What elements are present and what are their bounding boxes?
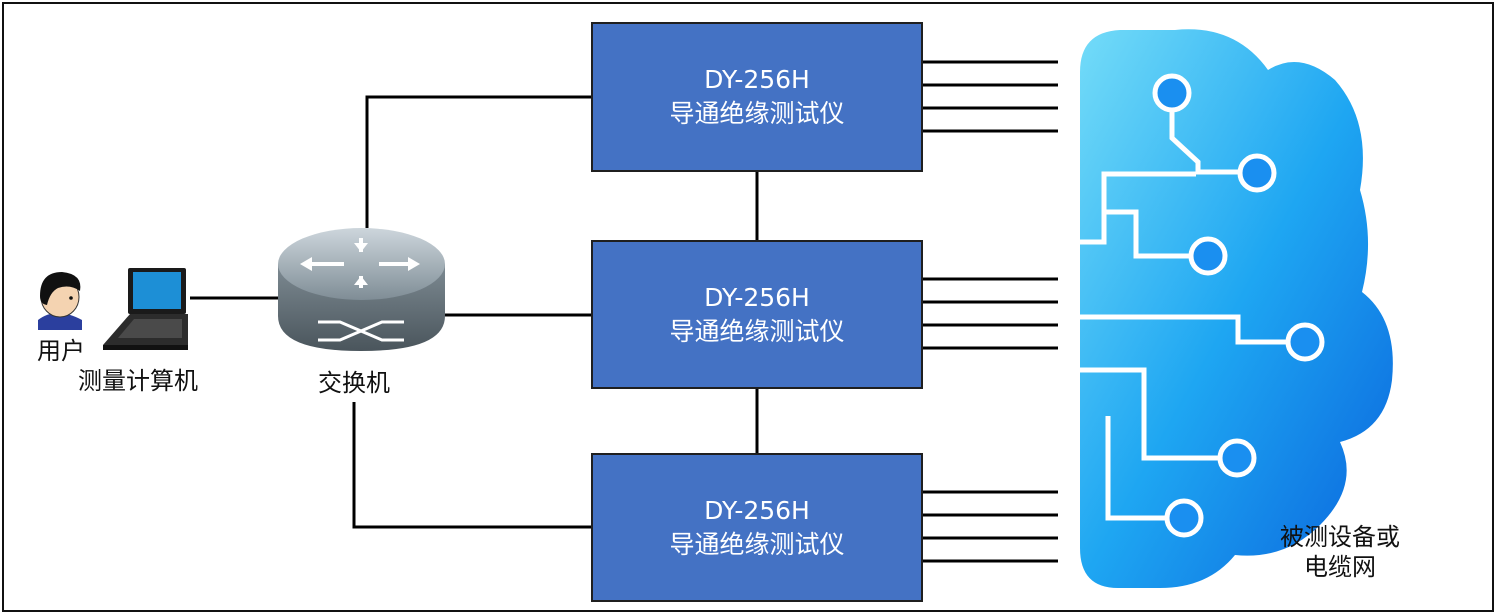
- test-device-1: DY-256H 导通绝缘测试仪: [591, 22, 923, 172]
- device-2-model: DY-256H: [704, 282, 810, 312]
- target-label-line-1: 被测设备或: [1280, 523, 1400, 551]
- test-device-3: DY-256H 导通绝缘测试仪: [591, 453, 923, 602]
- device-1-output-lines: [923, 60, 1058, 133]
- device-1-model: DY-256H: [704, 65, 810, 94]
- device-2-name: 导通绝缘测试仪: [669, 316, 845, 346]
- user-avatar-icon: [38, 272, 82, 330]
- link-switch-device-3: [352, 402, 591, 529]
- laptop-icon: [103, 268, 188, 350]
- cloud-circuit-icon: [1080, 29, 1393, 589]
- link-switch-device-1: [365, 95, 591, 228]
- device-3-model: DY-256H: [704, 495, 810, 525]
- network-switch-icon: [278, 228, 445, 351]
- target-label: 被测设备或 电缆网: [1280, 522, 1400, 582]
- device-1-name: 导通绝缘测试仪: [669, 99, 845, 128]
- test-device-2: DY-256H 导通绝缘测试仪: [591, 240, 923, 389]
- user-label: 用户: [37, 337, 85, 365]
- switch-label: 交换机: [318, 369, 390, 397]
- device-3-output-lines: [923, 490, 1058, 563]
- device-2-output-lines: [923, 277, 1058, 350]
- device-3-name: 导通绝缘测试仪: [669, 529, 845, 559]
- computer-label: 测量计算机: [78, 367, 198, 395]
- target-label-line-2: 电缆网: [1304, 553, 1376, 581]
